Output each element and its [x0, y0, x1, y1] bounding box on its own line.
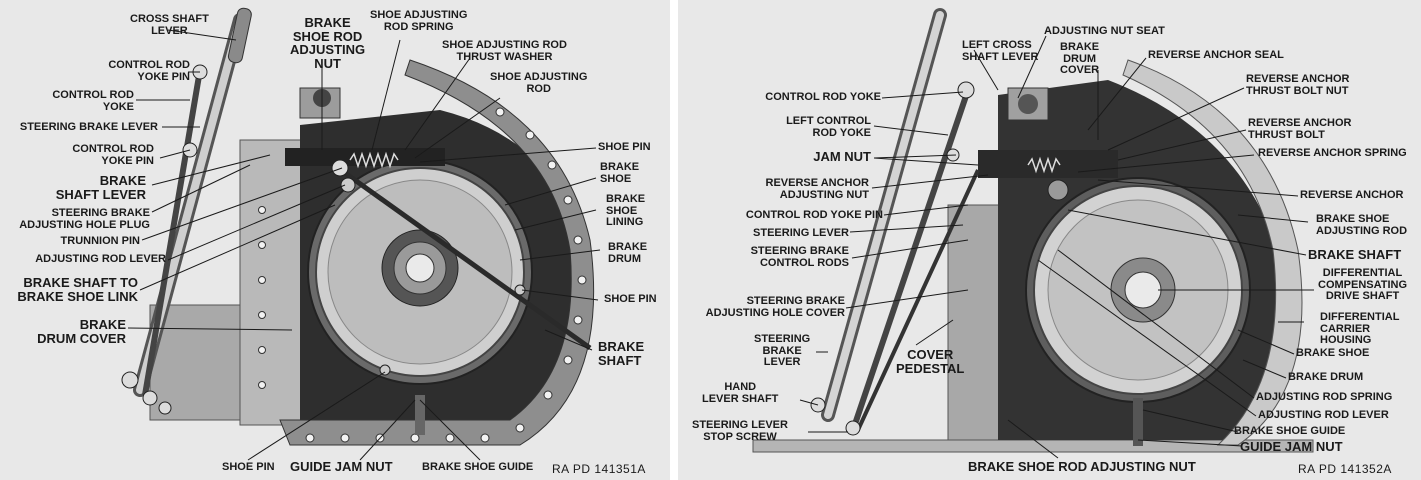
label-brake-drum-cover: BRAKE DRUM COVER [1060, 41, 1100, 77]
label-control-rod-yoke: CONTROL ROD YOKE [765, 91, 881, 103]
label-guide-jam-nut: GUIDE JAM NUT [290, 459, 393, 474]
label-guide-jam-nut: GUIDE JAM NUT [1240, 439, 1343, 454]
label-brake-shoe: BRAKE SHOE [1296, 347, 1370, 359]
label-control-rod-yoke-pin-top: CONTROL ROD YOKE PIN [108, 59, 190, 83]
label-left-control-rod-yoke: LEFT CONTROL ROD YOKE [786, 115, 871, 139]
label-brake-shaft-to-brake-shoe-link: BRAKE SHAFT TO BRAKE SHOE LINK [17, 275, 138, 304]
label-steering-brake-adjusting-hole-plug: STEERING BRAKE ADJUSTING HOLE PLUG [19, 207, 150, 231]
label-brake-shaft-lever: BRAKE SHAFT LEVER [55, 173, 146, 202]
label-brake-shaft: BRAKE SHAFT [598, 339, 645, 368]
label-adjusting-rod-lever: ADJUSTING ROD LEVER [35, 253, 166, 265]
label-steering-lever-stop-screw: STEERING LEVER STOP SCREW [692, 419, 788, 443]
left-brake-drawing [121, 7, 601, 461]
label-steering-brake-lever: STEERING BRAKE LEVER [19, 121, 158, 133]
label-reverse-anchor: REVERSE ANCHOR [1300, 189, 1404, 201]
label-reverse-anchor-adjusting-nut: REVERSE ANCHOR ADJUSTING NUT [765, 177, 870, 201]
label-brake-shoe-guide: BRAKE SHOE GUIDE [1234, 425, 1346, 437]
label-adjusting-nut-seat: ADJUSTING NUT SEAT [1044, 25, 1165, 37]
label-jam-nut: JAM NUT [813, 149, 871, 164]
label-brake-shoe-adjusting-rod: BRAKE SHOE ADJUSTING ROD [1316, 213, 1408, 237]
label-reverse-anchor-seal: REVERSE ANCHOR SEAL [1148, 49, 1284, 61]
label-reverse-anchor-thrust-bolt: REVERSE ANCHOR THRUST BOLT [1248, 117, 1352, 141]
label-brake-shaft: BRAKE SHAFT [1308, 247, 1402, 262]
label-steering-lever: STEERING LEVER [753, 227, 849, 239]
right-diagram-panel: LEFT CROSS SHAFT LEVER ADJUSTING NUT SEA… [678, 0, 1421, 480]
label-shoe-adjusting-rod: SHOE ADJUSTING ROD [490, 71, 588, 95]
label-control-rod-yoke-pin: CONTROL ROD YOKE PIN [745, 209, 883, 221]
label-brake-drum-cover: BRAKE DRUM COVER [37, 317, 126, 346]
label-cover-pedestal: COVER PEDESTAL [896, 347, 965, 376]
label-steering-brake-lever: STEERING BRAKE LEVER [754, 333, 811, 369]
label-brake-shoe-rod-adjusting-nut: BRAKE SHOE ROD ADJUSTING NUT [968, 459, 1196, 474]
label-adjusting-rod-spring: ADJUSTING ROD SPRING [1256, 391, 1393, 403]
right-figure-reference: RA PD 141352A [1298, 462, 1392, 476]
label-brake-shoe-lining: BRAKE SHOE LINING [606, 193, 646, 229]
label-shoe-adjusting-rod-spring: SHOE ADJUSTING ROD SPRING [370, 9, 468, 33]
label-reverse-anchor-thrust-bolt-nut: REVERSE ANCHOR THRUST BOLT NUT [1246, 73, 1350, 97]
label-steering-brake-adjusting-hole-cover: STEERING BRAKE ADJUSTING HOLE COVER [705, 295, 845, 319]
label-trunnion-pin: TRUNNION PIN [60, 235, 140, 247]
label-left-cross-shaft-lever: LEFT CROSS SHAFT LEVER [962, 39, 1039, 63]
label-brake-shoe: BRAKE SHOE [600, 161, 640, 185]
label-shoe-pin-bottom: SHOE PIN [222, 461, 275, 473]
label-brake-shoe-guide: BRAKE SHOE GUIDE [422, 461, 534, 473]
label-brake-shoe-rod-adjusting-nut: BRAKE SHOE ROD ADJUSTING NUT [290, 15, 366, 71]
label-brake-drum: BRAKE DRUM [1288, 371, 1364, 383]
left-diagram-panel: CROSS SHAFT LEVER BRAKE SHOE ROD ADJUSTI… [0, 0, 670, 480]
right-brake-drawing [752, 8, 1314, 459]
label-shoe-pin-right: SHOE PIN [604, 293, 657, 305]
label-control-rod-yoke-pin: CONTROL ROD YOKE PIN [72, 143, 154, 167]
label-adjusting-rod-lever: ADJUSTING ROD LEVER [1258, 409, 1389, 421]
label-control-rod-yoke: CONTROL ROD YOKE [52, 89, 134, 113]
label-steering-brake-control-rods: STEERING BRAKE CONTROL RODS [750, 245, 849, 269]
label-brake-drum: BRAKE DRUM [608, 241, 648, 265]
label-hand-lever-shaft: HAND LEVER SHAFT [702, 381, 779, 405]
label-differential-compensating-drive-shaft: DIFFERENTIAL COMPENSATING DRIVE SHAFT [1318, 267, 1408, 303]
label-shoe-pin-top: SHOE PIN [598, 141, 651, 153]
left-figure-reference: RA PD 141351A [552, 462, 646, 476]
label-shoe-adjusting-rod-thrust-washer: SHOE ADJUSTING ROD THRUST WASHER [442, 39, 567, 63]
label-differential-carrier-housing: DIFFERENTIAL CARRIER HOUSING [1320, 311, 1400, 347]
label-reverse-anchor-spring: REVERSE ANCHOR SPRING [1258, 147, 1407, 159]
label-cross-shaft-lever: CROSS SHAFT LEVER [130, 13, 209, 37]
